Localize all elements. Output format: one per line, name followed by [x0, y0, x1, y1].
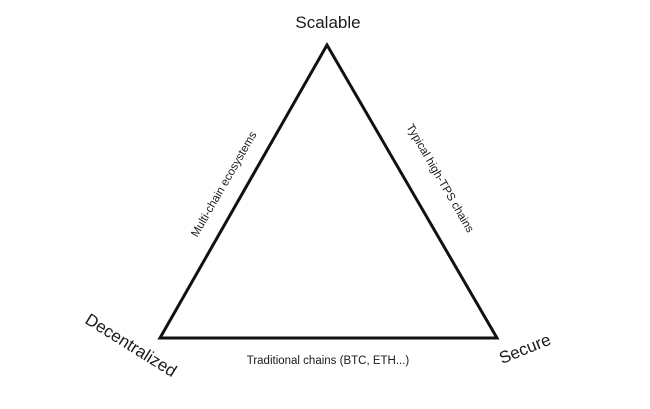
- edge-label-traditional: Traditional chains (BTC, ETH...): [247, 355, 410, 367]
- trilemma-triangle: [157, 41, 500, 340]
- vertex-label-scalable: Scalable: [295, 13, 360, 32]
- vertex-label-secure: Secure: [496, 330, 553, 368]
- vertex-label-decentralized: Decentralized: [82, 310, 180, 381]
- edge-label-high-tps: Typical high-TPS chains: [404, 122, 476, 235]
